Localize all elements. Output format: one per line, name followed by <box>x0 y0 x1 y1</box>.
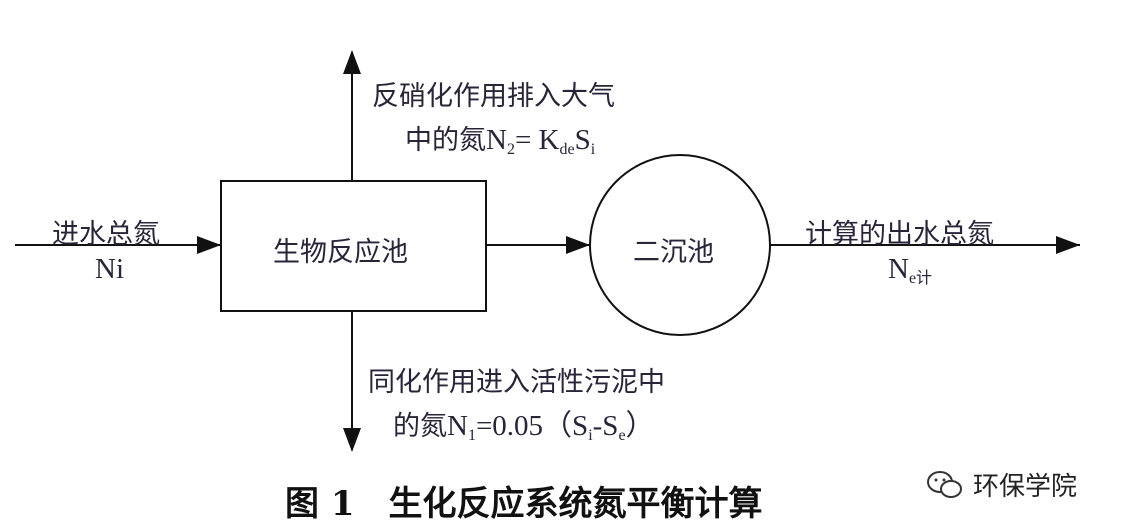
denitrification-label: 反硝化作用排入大气 <box>372 81 615 112</box>
outflow-n: N <box>888 253 909 285</box>
watermark-text: 环保学院 <box>973 472 1078 502</box>
wechat-icon <box>927 470 962 498</box>
figure-caption: 图 1 生化反应系统氮平衡计算 <box>285 484 763 524</box>
inflow-label: 进水总氮 <box>52 219 160 250</box>
clarifier-label: 二沉池 <box>633 237 714 268</box>
down-dash: -S <box>592 410 619 442</box>
assimilation-label: 同化作用进入活性污泥中 <box>368 367 665 398</box>
down-prefix: 的氮 <box>393 411 447 442</box>
up-k-sub: de <box>559 141 575 158</box>
reactor-label: 生物反应池 <box>273 237 408 268</box>
up-n: N <box>486 124 507 156</box>
down-si-sub: i <box>588 427 593 444</box>
outflow-sub: e计 <box>908 270 933 287</box>
up-s: S <box>574 124 591 156</box>
down-se-sub: e <box>618 427 626 444</box>
watermark: 环保学院 <box>925 466 1077 503</box>
up-n-sub: 2 <box>506 141 515 158</box>
reactor-box <box>220 180 487 312</box>
outflow-symbol: Ne计 <box>888 253 932 288</box>
down-eq: =0.05（S <box>475 410 589 442</box>
assimilation-formula: 的氮N1=0.05（Si-Se） <box>393 402 655 445</box>
outflow-label: 计算的出水总氮 <box>805 219 994 250</box>
down-n: N <box>447 410 468 442</box>
down-n-sub: 1 <box>467 427 476 444</box>
down-close: ） <box>625 410 655 442</box>
inflow-symbol: Ni <box>95 253 124 285</box>
denitrification-formula: 中的氮N2= KdeSi <box>405 118 595 159</box>
up-prefix: 中的氮 <box>405 125 486 156</box>
up-s-sub: i <box>590 141 596 158</box>
up-eq: = K <box>514 124 560 156</box>
